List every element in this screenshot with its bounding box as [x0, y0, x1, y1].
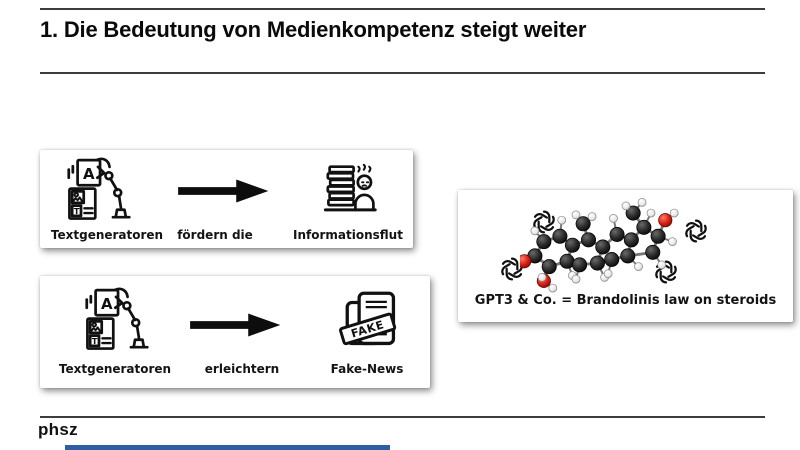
top-divider: [40, 8, 765, 10]
flow-source-label: Textgeneratoren: [58, 362, 172, 376]
steroid-molecule-image: [520, 197, 682, 297]
flow-target-label: Fake-News: [330, 362, 404, 376]
svg-text:A: A: [83, 165, 95, 183]
flow-target-label: Informationsflut: [293, 228, 403, 242]
footer-logo-phsz: phsz: [38, 420, 78, 439]
bottom-accent-bar: [65, 445, 390, 450]
flow-card-fakenews: A T FAKE Textgeneratoren erleichtern: [40, 276, 430, 388]
fake-news-icon: FAKE: [338, 288, 404, 354]
arrow-right-icon: [168, 178, 280, 204]
arrow-right-icon: [180, 312, 292, 338]
title-divider: [40, 72, 765, 74]
information-flood-icon: [320, 157, 380, 222]
text-generator-robot-arm-icon: A T: [62, 156, 134, 224]
flow-card-informationsflut: A T: [40, 150, 413, 248]
flow-verb-label: erleichtern: [204, 362, 280, 376]
footer-divider: [40, 416, 765, 418]
steroids-caption: GPT3 & Co. = Brandolinis law on steroids: [474, 293, 777, 308]
svg-text:T: T: [92, 336, 98, 346]
openai-logo-icon: [682, 217, 710, 245]
text-generator-robot-arm-icon: A T: [80, 286, 152, 354]
svg-text:T: T: [74, 206, 80, 216]
flow-source-label: Textgeneratoren: [50, 228, 164, 242]
slide-title: 1. Die Bedeutung von Medienkompetenz ste…: [40, 17, 587, 42]
svg-text:A: A: [101, 295, 113, 313]
flow-verb-label: fördern die: [177, 228, 253, 242]
steroids-card: GPT3 & Co. = Brandolinis law on steroids: [458, 190, 793, 322]
